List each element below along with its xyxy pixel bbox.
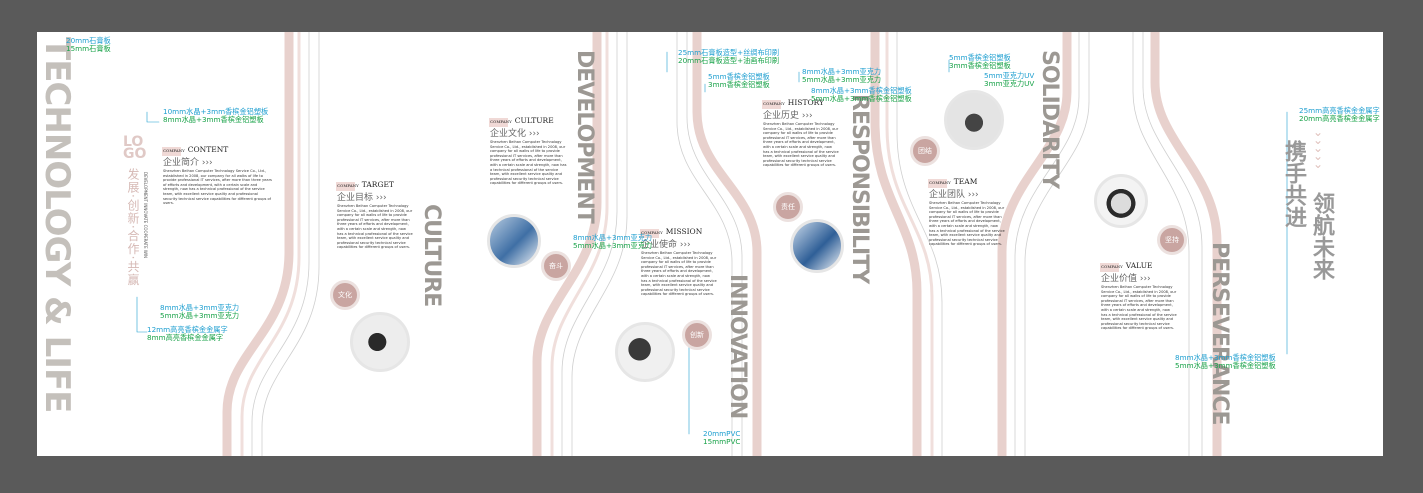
slogan-chevrons-icon: ⌄⌄⌄⌄⌄	[1313, 125, 1324, 171]
logo: LOGO	[123, 134, 147, 162]
title-innovation: INNOVATION	[725, 274, 750, 419]
tag-team	[928, 179, 947, 188]
section-history-cn: 企业历史 ›››	[763, 111, 813, 121]
background-art	[136, 32, 1288, 456]
tag-culture	[489, 118, 508, 127]
circle-tag-struggle: 奋斗	[541, 251, 571, 281]
section-target-cn: 企业目标 ›››	[337, 193, 387, 203]
logo-slogan-en: DEVELOPMENT INNOVATE COOPERATE WIN	[143, 172, 148, 259]
circle-tag-persevere: 坚持	[1157, 225, 1187, 255]
photo-laptop-2	[1094, 174, 1148, 228]
culture-body: Shenzhen Beihan Computer Technology Serv…	[490, 140, 567, 186]
title-development: DEVELOPMENT	[572, 50, 597, 223]
value-body: Shenzhen Beihan Computer Technology Serv…	[1101, 285, 1177, 331]
circle-tag-innovate: 创新	[682, 320, 712, 350]
title-perseverance: PERSEVERANCE	[1207, 242, 1232, 425]
circle-tag-responsibility: 责任	[773, 192, 803, 222]
tag-content	[162, 147, 181, 156]
team-body: Shenzhen Beihan Computer Technology Serv…	[929, 201, 1005, 247]
tag-mission	[640, 229, 659, 238]
mission-body: Shenzhen Beihan Computer Technology Serv…	[641, 251, 717, 297]
photo-laptop-1	[944, 90, 1004, 150]
content-body: Shenzhen Beihan Computer Technology Serv…	[163, 169, 272, 206]
artboard: TECHNOLOGY & LIFE CULTURE DEVELOPMENT IN…	[37, 32, 1383, 456]
slogan-right: 领航未来	[1309, 192, 1334, 280]
section-team-cn: 企业团队 ›››	[929, 190, 979, 200]
title-responsibility: RESPONSIBILITY	[847, 94, 872, 284]
section-content-cn: 企业简介 ›››	[163, 158, 213, 168]
tag-history	[762, 100, 781, 109]
circle-tag-culture: 文化	[330, 280, 360, 310]
target-body: Shenzhen Beihan Computer Technology Serv…	[337, 204, 413, 250]
title-solidarity: SOLIDARITY	[1037, 50, 1062, 189]
logo-slogan: 发展·创新·合作·共赢	[126, 168, 140, 287]
title-technology-life: TECHNOLOGY & LIFE	[37, 37, 77, 413]
photo-building-1	[487, 214, 541, 268]
photo-building-2	[790, 219, 844, 273]
section-culture-cn: 企业文化 ›››	[490, 129, 540, 139]
title-culture: CULTURE	[419, 204, 444, 307]
section-mission-cn: 企业使命 ›››	[641, 240, 691, 250]
photo-handshake	[350, 312, 410, 372]
tag-target	[336, 182, 355, 191]
history-body: Shenzhen Beihan Computer Technology Serv…	[763, 122, 839, 168]
slogan-left: 携手共进	[1281, 140, 1306, 228]
section-value-cn: 企业价值 ›››	[1101, 274, 1151, 284]
photo-meeting	[615, 322, 675, 382]
circle-tag-unity: 团结	[910, 136, 940, 166]
tag-value	[1100, 263, 1119, 272]
